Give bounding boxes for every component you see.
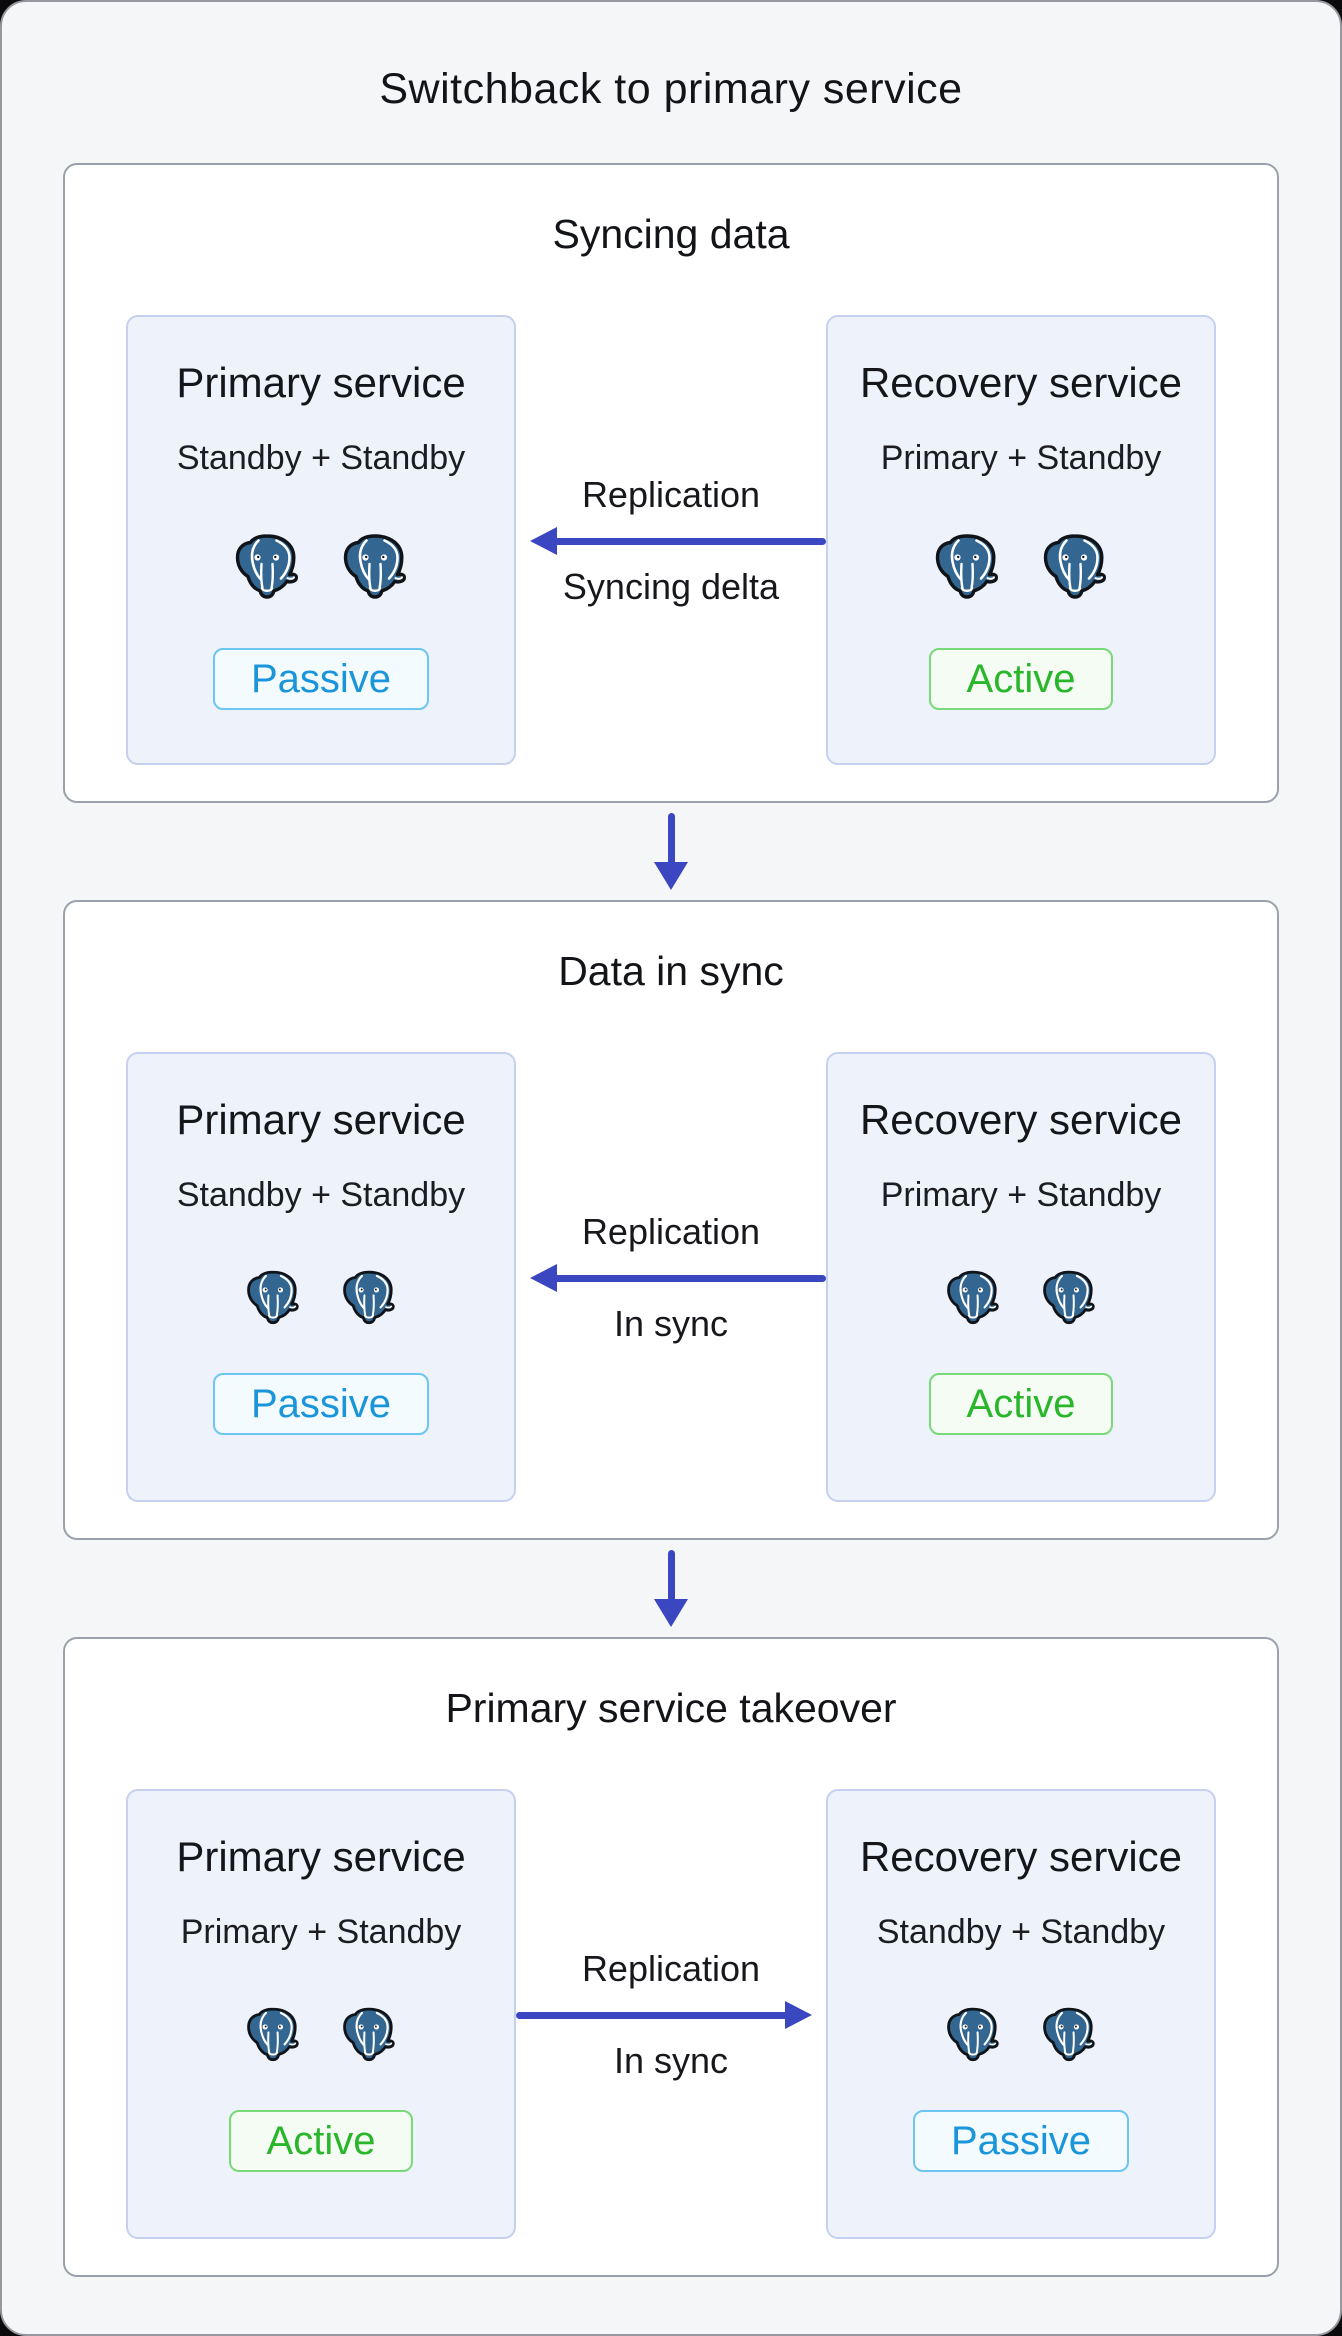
- database-instances: [244, 1268, 398, 1326]
- card-title: Recovery service: [859, 1096, 1183, 1143]
- status-badge: Active: [928, 648, 1114, 710]
- flow-down-arrow: [2, 803, 1340, 900]
- card-title: Recovery service: [859, 1833, 1183, 1880]
- recovery-service-card: Recovery service Standby + Standby: [826, 1789, 1216, 2239]
- primary-service-card: Primary service Standby + Standby: [126, 1052, 516, 1502]
- replication-connector: Replication Syncing delta: [516, 315, 826, 765]
- replication-arrow: [530, 1264, 826, 1292]
- postgresql-elephant-icon: [1040, 1268, 1098, 1326]
- card-subtitle: Standby + Standby: [176, 439, 466, 477]
- panel-title: Syncing data: [552, 211, 790, 257]
- panel-data-in-sync: Data in sync Primary service Standby + S…: [63, 900, 1279, 1540]
- postgresql-elephant-icon: [1040, 531, 1110, 601]
- card-subtitle: Standby + Standby: [876, 1913, 1166, 1951]
- postgresql-elephant-icon: [340, 1268, 398, 1326]
- flow-down-arrow: [2, 1540, 1340, 1637]
- services-row: Primary service Standby + Standby: [65, 1052, 1277, 1502]
- card-title: Primary service: [176, 1096, 466, 1143]
- card-subtitle: Primary + Standby: [880, 439, 1162, 477]
- replication-arrow: [530, 527, 826, 555]
- postgresql-elephant-icon: [932, 531, 1002, 601]
- database-instances: [232, 531, 410, 601]
- panel-title: Data in sync: [558, 948, 784, 994]
- connector-bottom-label: In sync: [613, 1303, 729, 1344]
- primary-service-card: Primary service Primary + Standby: [126, 1789, 516, 2239]
- postgresql-elephant-icon: [1040, 2005, 1098, 2063]
- card-subtitle: Primary + Standby: [180, 1913, 462, 1951]
- services-row: Primary service Standby + Standby: [65, 315, 1277, 765]
- status-badge: Passive: [212, 648, 430, 710]
- connector-bottom-label: Syncing delta: [562, 566, 780, 607]
- postgresql-elephant-icon: [340, 2005, 398, 2063]
- postgresql-elephant-icon: [244, 1268, 302, 1326]
- panel-syncing-data: Syncing data Primary service Standby + S…: [63, 163, 1279, 803]
- database-instances: [244, 2005, 398, 2063]
- recovery-service-card: Recovery service Primary + Standby: [826, 1052, 1216, 1502]
- replication-connector: Replication In sync: [516, 1789, 826, 2239]
- status-badge: Active: [928, 1373, 1114, 1435]
- postgresql-elephant-icon: [244, 2005, 302, 2063]
- card-subtitle: Primary + Standby: [880, 1176, 1162, 1214]
- connector-top-label: Replication: [581, 1211, 761, 1252]
- card-title: Primary service: [176, 359, 466, 406]
- status-badge: Passive: [912, 2110, 1130, 2172]
- primary-service-card: Primary service Standby + Standby: [126, 315, 516, 765]
- card-title: Primary service: [176, 1833, 466, 1880]
- database-instances: [932, 531, 1110, 601]
- connector-bottom-label: In sync: [613, 2040, 729, 2081]
- replication-connector: Replication In sync: [516, 1052, 826, 1502]
- card-subtitle: Standby + Standby: [176, 1176, 466, 1214]
- card-title: Recovery service: [859, 359, 1183, 406]
- postgresql-elephant-icon: [944, 2005, 1002, 2063]
- page-title: Switchback to primary service: [379, 65, 963, 113]
- recovery-service-card: Recovery service Primary + Standby: [826, 315, 1216, 765]
- connector-top-label: Replication: [581, 474, 761, 515]
- postgresql-elephant-icon: [340, 531, 410, 601]
- postgresql-elephant-icon: [232, 531, 302, 601]
- panel-primary-service-takeover: Primary service takeover Primary service…: [63, 1637, 1279, 2277]
- connector-top-label: Replication: [581, 1948, 761, 1989]
- postgresql-elephant-icon: [944, 1268, 1002, 1326]
- database-instances: [944, 1268, 1098, 1326]
- services-row: Primary service Primary + Standby: [65, 1789, 1277, 2239]
- status-badge: Active: [228, 2110, 414, 2172]
- replication-arrow: [516, 2001, 812, 2029]
- status-badge: Passive: [212, 1373, 430, 1435]
- panel-title: Primary service takeover: [445, 1685, 897, 1731]
- database-instances: [944, 2005, 1098, 2063]
